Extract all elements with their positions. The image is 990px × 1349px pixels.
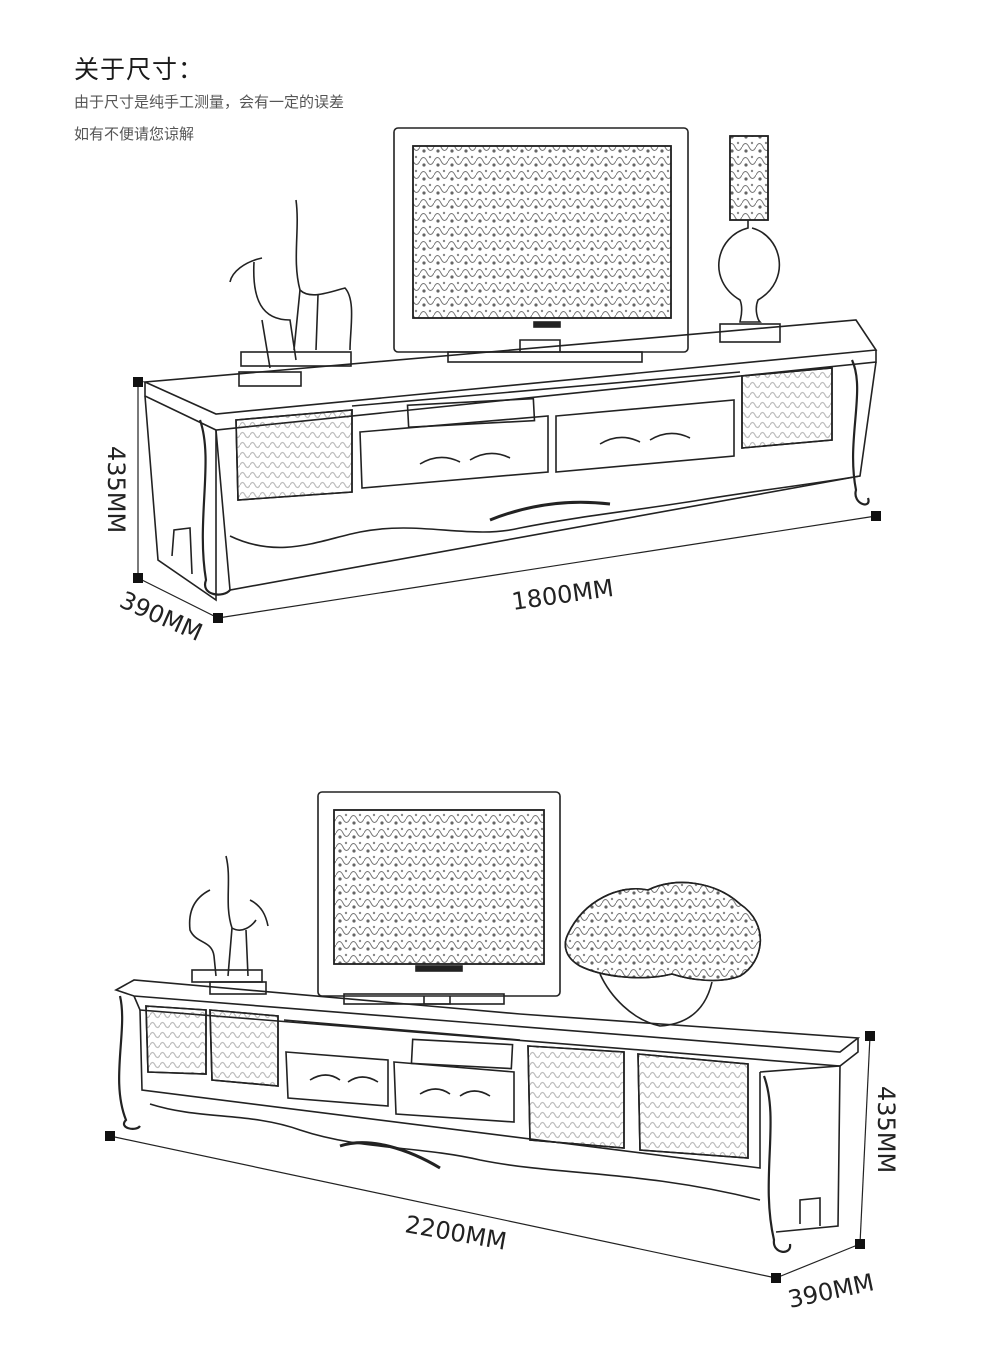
depth-label-2: 390MM <box>785 1268 876 1314</box>
tv-monitor-icon <box>317 791 561 1005</box>
tv-cabinet-1800 <box>141 127 878 602</box>
length-label-1: 1800MM <box>510 574 615 616</box>
measurement-note: 由于尺寸是纯手工测量，会有一定的误差 <box>74 93 345 111</box>
dimension-markers-2 <box>105 1031 875 1283</box>
height-label-2: 435MM <box>872 1086 900 1173</box>
flower-bowl-icon <box>564 881 762 1027</box>
vase-lamp-icon <box>718 135 781 343</box>
height-label-1: 435MM <box>102 446 130 533</box>
tv-monitor-icon <box>393 127 689 363</box>
dimension-markers-1 <box>133 377 881 623</box>
apology-note: 如有不便请您谅解 <box>74 125 195 143</box>
depth-label-1: 390MM <box>116 586 207 647</box>
dimension-lines-1 <box>137 382 877 619</box>
section-title: 关于尺寸： <box>74 55 205 84</box>
antelope-statue-icon <box>229 199 353 387</box>
dimension-lines-2 <box>109 1035 871 1279</box>
tv-cabinet-2200 <box>114 791 861 1253</box>
antelope-statue-icon <box>188 855 269 995</box>
